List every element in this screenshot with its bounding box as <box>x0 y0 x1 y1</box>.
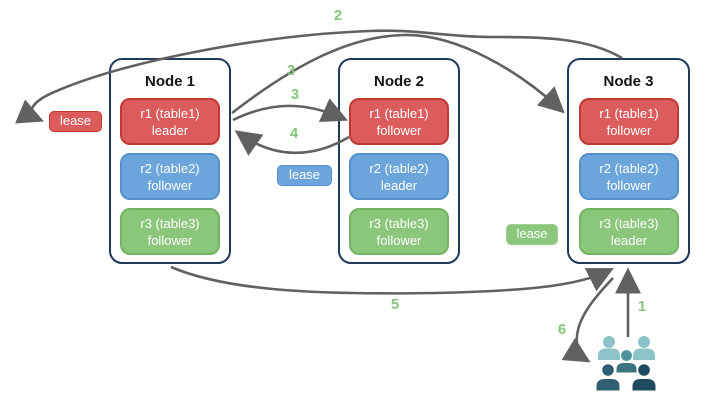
replica-name: r3 (table3) <box>599 215 659 231</box>
users-front-row <box>596 364 656 391</box>
node-1-title: Node 1 <box>144 73 195 90</box>
step-label-6: 6 <box>557 321 567 338</box>
node3-replica-r1: r1 (table1) follower <box>579 98 679 145</box>
step-label-1: 1 <box>637 298 647 315</box>
users-icon <box>596 336 656 391</box>
replica-name: r1 (table1) <box>140 105 200 121</box>
node-2-box: Node 2 r1 (table1) follower r2 (table2) … <box>338 58 460 264</box>
replica-role: leader <box>610 232 648 248</box>
node2-replica-r1: r1 (table1) follower <box>349 98 449 145</box>
step-label-2: 2 <box>333 7 343 24</box>
step-label-3b: 3 <box>290 86 300 103</box>
replica-name: r2 (table2) <box>369 160 429 176</box>
node2-replica-r3: r3 (table3) follower <box>349 208 449 255</box>
replica-role: follower <box>147 232 193 248</box>
node2-replica-r2: r2 (table2) leader <box>349 153 449 200</box>
replica-name: r3 (table3) <box>140 215 200 231</box>
node-3-box: Node 3 r1 (table1) follower r2 (table2) … <box>567 58 690 264</box>
users-middle-person <box>616 350 637 373</box>
node1-replica-r2: r2 (table2) follower <box>120 153 220 200</box>
node3-replica-r2: r2 (table2) follower <box>579 153 679 200</box>
replica-role: follower <box>606 122 652 138</box>
step-label-3a: 3 <box>286 62 296 79</box>
replica-name: r2 (table2) <box>599 160 659 176</box>
lease-badge-r3: lease <box>506 224 558 245</box>
lease-badge-r1: lease <box>49 111 102 132</box>
replica-role: follower <box>147 177 193 193</box>
lease-badge-r2: lease <box>277 165 332 186</box>
node-3-title: Node 3 <box>603 73 654 90</box>
replica-role: leader <box>151 122 189 138</box>
node1-replica-r3: r3 (table3) follower <box>120 208 220 255</box>
replica-role: follower <box>376 232 422 248</box>
node-1-box: Node 1 r1 (table1) leader r2 (table2) fo… <box>109 58 231 264</box>
step-label-5: 5 <box>390 296 400 313</box>
replica-role: follower <box>606 177 652 193</box>
step-label-4: 4 <box>289 125 299 142</box>
replica-role: leader <box>380 177 418 193</box>
replica-name: r3 (table3) <box>369 215 429 231</box>
node3-replica-r3: r3 (table3) leader <box>579 208 679 255</box>
arrow-step3-node1r1-to-node2r1 <box>232 98 348 122</box>
replica-name: r2 (table2) <box>140 160 200 176</box>
replica-name: r1 (table1) <box>369 105 429 121</box>
replica-name: r1 (table1) <box>599 105 659 121</box>
node-2-title: Node 2 <box>373 73 424 90</box>
replica-role: follower <box>376 122 422 138</box>
node1-replica-r1: r1 (table1) leader <box>120 98 220 145</box>
arrow-step5-node1-to-node3 <box>170 265 614 295</box>
